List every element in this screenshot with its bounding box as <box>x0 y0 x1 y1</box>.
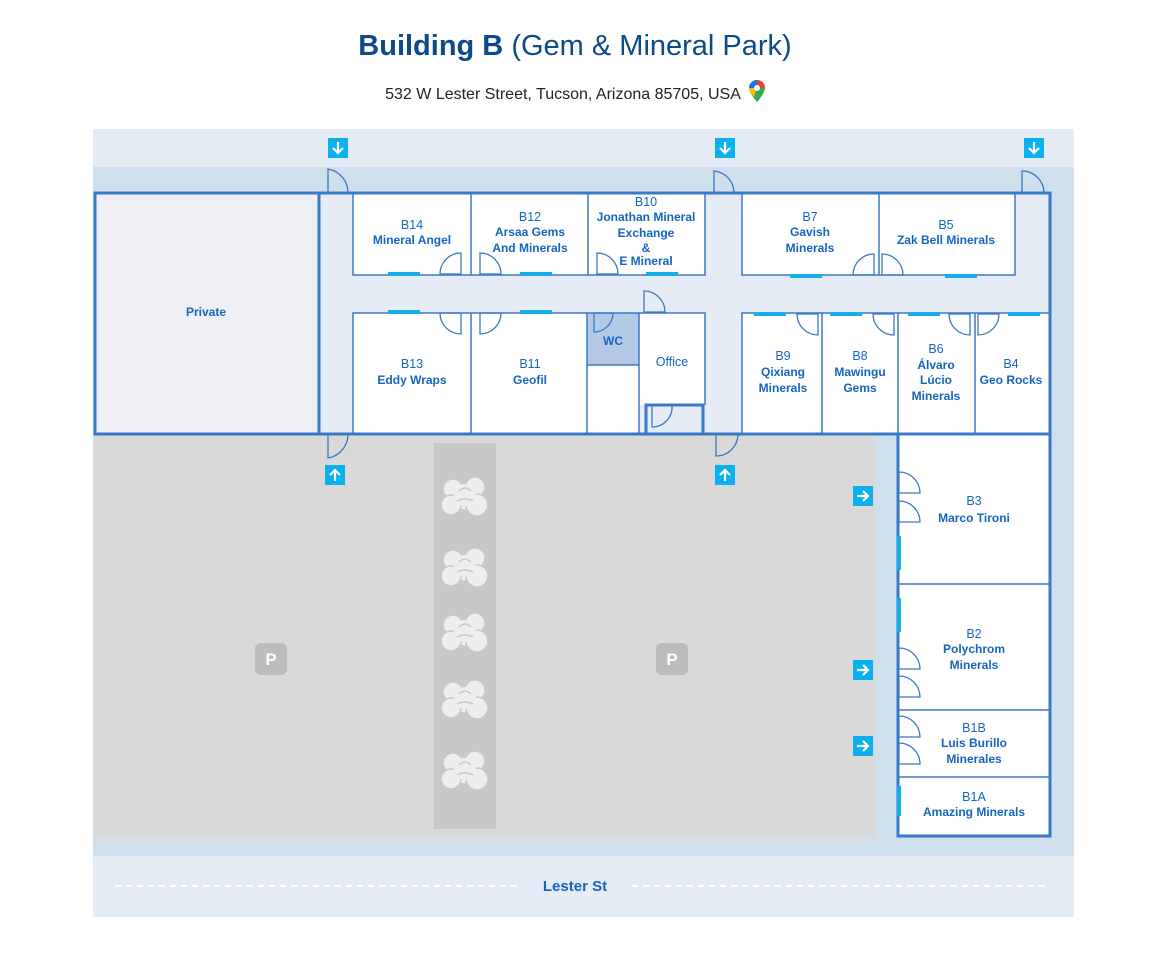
svg-text:B7: B7 <box>802 210 817 224</box>
arrow-up-icon <box>715 465 735 485</box>
title-building: Building B <box>358 30 504 62</box>
doors <box>327 168 1045 765</box>
svg-text:B6: B6 <box>928 342 943 356</box>
title-subtitle: (Gem & Mineral Park) <box>511 30 792 62</box>
svg-text:And Minerals: And Minerals <box>492 241 568 255</box>
svg-text:Minerals: Minerals <box>912 389 961 403</box>
svg-text:Lúcio: Lúcio <box>920 373 952 387</box>
svg-text:Mineral Angel: Mineral Angel <box>373 233 451 247</box>
svg-text:Geofil: Geofil <box>513 373 547 387</box>
walls <box>93 191 1052 838</box>
svg-text:B10: B10 <box>635 195 657 209</box>
page-title: Building B (Gem & Mineral Park) <box>0 30 1150 63</box>
curb-middle <box>308 838 640 856</box>
svg-text:Gems: Gems <box>843 381 877 395</box>
svg-text:Jonathan Mineral: Jonathan Mineral <box>597 210 696 224</box>
arrow-down-icon <box>715 138 735 158</box>
svg-text:Arsaa Gems: Arsaa Gems <box>495 225 565 239</box>
arrow-up-icon <box>325 465 345 485</box>
arrow-down-icon <box>1024 138 1044 158</box>
svg-text:Gavish: Gavish <box>790 225 830 239</box>
svg-text:B14: B14 <box>401 218 423 232</box>
svg-text:Exchange: Exchange <box>618 226 675 240</box>
svg-text:B12: B12 <box>519 210 541 224</box>
svg-text:B5: B5 <box>938 218 953 232</box>
street-label: Lester St <box>543 878 607 895</box>
parking-sign: P <box>656 643 688 675</box>
svg-text:Eddy Wraps: Eddy Wraps <box>377 373 446 387</box>
svg-text:Minerales: Minerales <box>946 752 1002 766</box>
sidewalk-top <box>93 129 1074 167</box>
svg-text:E Mineral: E Mineral <box>619 254 672 268</box>
svg-text:B9: B9 <box>775 349 790 363</box>
svg-text:B3: B3 <box>966 494 981 508</box>
svg-text:Marco Tironi: Marco Tironi <box>938 511 1010 525</box>
private-area[interactable] <box>95 193 319 434</box>
svg-text:B4: B4 <box>1003 357 1018 371</box>
wc-label: WC <box>603 334 623 348</box>
svg-text:Minerals: Minerals <box>786 241 835 255</box>
svg-text:P: P <box>666 650 677 669</box>
arrow-right-icon <box>853 660 873 680</box>
svg-text:Luis Burillo: Luis Burillo <box>941 736 1007 750</box>
svg-text:Polychrom: Polychrom <box>943 642 1005 656</box>
svg-text:Álvaro: Álvaro <box>917 357 954 372</box>
windows <box>388 272 1040 816</box>
map-pin-icon[interactable] <box>748 80 765 107</box>
private-label: Private <box>186 305 226 319</box>
arrow-right-icon <box>853 736 873 756</box>
arrow-right-icon <box>853 486 873 506</box>
svg-text:Geo Rocks: Geo Rocks <box>980 373 1043 387</box>
svg-text:B1B: B1B <box>962 721 986 735</box>
parking-sign: P <box>255 643 287 675</box>
arrow-down-icon <box>328 138 348 158</box>
address: 532 W Lester Street, Tucson, Arizona 857… <box>0 80 1150 107</box>
svg-text:Qixiang: Qixiang <box>761 365 805 379</box>
office-label: Office <box>656 355 688 369</box>
svg-text:&: & <box>642 241 651 255</box>
curb-right <box>710 838 875 856</box>
svg-text:Amazing Minerals: Amazing Minerals <box>923 805 1025 819</box>
svg-text:Minerals: Minerals <box>950 658 999 672</box>
address-text: 532 W Lester Street, Tucson, Arizona 857… <box>385 86 741 103</box>
street-label-bg <box>520 874 630 896</box>
svg-text:B8: B8 <box>852 349 867 363</box>
svg-text:B1A: B1A <box>962 790 986 804</box>
east-wing-floor <box>898 434 1050 836</box>
curb-left <box>93 838 240 856</box>
svg-text:B11: B11 <box>519 357 540 371</box>
svg-text:Zak Bell Minerals: Zak Bell Minerals <box>897 233 995 247</box>
svg-text:Minerals: Minerals <box>759 381 808 395</box>
svg-text:B2: B2 <box>966 627 981 641</box>
svg-text:B13: B13 <box>401 357 423 371</box>
svg-text:P: P <box>265 650 276 669</box>
svg-text:Mawingu: Mawingu <box>834 365 885 379</box>
